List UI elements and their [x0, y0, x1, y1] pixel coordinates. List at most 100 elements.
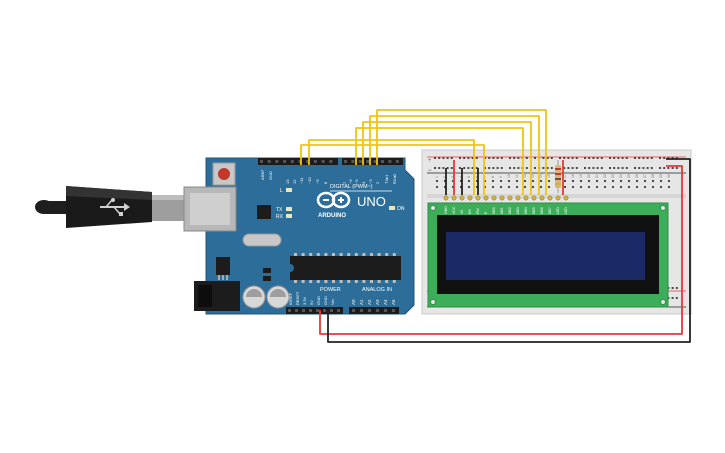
wire-pin3-db6[interactable]	[369, 115, 540, 195]
lcd-pin[interactable]	[531, 195, 537, 201]
aref-label: AREF	[260, 169, 265, 180]
capacitor-1	[242, 285, 266, 309]
digital-pin-label: RX◂0	[392, 173, 397, 184]
lcd-pin[interactable]	[507, 195, 513, 201]
lcd-pin[interactable]	[475, 195, 481, 201]
breadboard-column-number: 6	[475, 176, 479, 178]
lcd-pin-label: DB2	[508, 207, 512, 214]
power-pin-label: 3.3V	[302, 296, 307, 305]
breadboard-column-number: 28	[651, 174, 655, 178]
lcd-screen	[446, 232, 645, 280]
breadboard-column-number: 18	[571, 174, 575, 178]
digital-section-label: DIGITAL (PWM~)	[330, 184, 373, 190]
analog-pin-label: A0	[351, 299, 356, 305]
lcd-pin-label: RW	[476, 208, 480, 214]
power-header	[286, 307, 343, 314]
lcd-pin[interactable]	[539, 195, 545, 201]
wire-pin2-db7[interactable]	[376, 109, 547, 195]
lcd-pin-label: DB3	[516, 207, 520, 214]
svg-text:ON: ON	[397, 206, 405, 212]
gnd-label: GND	[268, 171, 273, 180]
breadboard-column-number: 2	[443, 176, 447, 178]
resistor[interactable]	[555, 160, 561, 193]
breadboard-column-number: 13	[531, 174, 535, 178]
breadboard-column-number: 27	[643, 174, 647, 178]
power-pin-label: GND	[323, 296, 328, 305]
breadboard-column-number: 21	[595, 174, 599, 178]
lcd-mount-hole	[660, 205, 666, 211]
wire-pin12-rs[interactable]	[300, 144, 485, 195]
lcd-pin-label: DB7	[548, 207, 552, 214]
analog-pin-label: A3	[375, 299, 380, 305]
breadboard-column-number: 4	[459, 176, 463, 178]
lcd-pin[interactable]	[547, 195, 553, 201]
breadboard-column-number: 22	[603, 174, 607, 178]
wire-5v[interactable]	[319, 165, 683, 335]
analog-pin-label: A5	[391, 299, 396, 305]
power-pin-label: RESET	[295, 291, 300, 305]
usb-cable[interactable]	[35, 186, 185, 228]
lcd-pin[interactable]	[467, 195, 473, 201]
analog-pin-label: A1	[359, 299, 364, 305]
breadboard-column-number: 10	[507, 174, 511, 178]
lcd-pin[interactable]	[555, 195, 561, 201]
lcd-pin-label: RS	[468, 208, 472, 214]
svg-text:L: L	[280, 188, 283, 194]
usb-symbol-icon	[100, 198, 130, 216]
digital-pin-label: TX▸1	[384, 174, 389, 184]
digital-pin-label: 13	[285, 179, 290, 184]
breadboard-column-number: 30	[667, 174, 671, 178]
lcd-pin-label: VCC	[452, 206, 456, 214]
breadboard-column-number: 26	[635, 174, 639, 178]
digital-header-left	[258, 158, 338, 165]
lcd-pin[interactable]	[491, 195, 497, 201]
led-tx: TX	[276, 207, 292, 213]
breadboard-column-number: 9	[499, 176, 503, 178]
signal-wires[interactable]	[300, 109, 547, 195]
digital-pin-label: 12	[292, 179, 297, 184]
power-wires[interactable]	[319, 158, 691, 343]
lcd-pin[interactable]	[499, 195, 505, 201]
wire-pin4-db5[interactable]	[362, 121, 532, 195]
breadboard-column-number: 3	[451, 176, 455, 178]
arduino-logo-icon	[316, 191, 351, 209]
analog-pin-label: A4	[383, 299, 388, 305]
power-pin-label: IOREF	[288, 292, 293, 305]
power-pin-label: GND	[316, 296, 321, 305]
lcd-pin-label: DB6	[540, 207, 544, 214]
digital-pin-label: 4	[361, 181, 366, 184]
digital-pin-label: ~3	[368, 179, 373, 184]
breadboard-jumpers[interactable]	[445, 160, 564, 195]
power-pin-label: 5V	[309, 300, 314, 305]
breadboard-column-number: 24	[619, 174, 623, 178]
digital-pin-label: ~9	[315, 179, 320, 184]
digital-pin-label: ~11	[299, 177, 304, 184]
lcd-pin[interactable]	[563, 195, 569, 201]
lcd-pin[interactable]	[451, 195, 457, 201]
lcd-mount-hole	[660, 299, 666, 305]
lcd-pin[interactable]	[483, 195, 489, 201]
lcd-pin[interactable]	[523, 195, 529, 201]
lcd-pin-label: V0	[460, 210, 464, 214]
analog-header	[349, 307, 399, 314]
wire-pin11-e[interactable]	[308, 139, 475, 195]
wire-pin5-db4[interactable]	[355, 127, 524, 195]
rail-plus-label: +	[428, 158, 432, 164]
lcd-pin[interactable]	[443, 195, 449, 201]
lcd-pin[interactable]	[459, 195, 465, 201]
lcd-pin[interactable]	[515, 195, 521, 201]
voltage-regulator	[216, 257, 230, 275]
svg-text:TX: TX	[276, 207, 283, 213]
wire-gnd[interactable]	[327, 158, 691, 343]
brand-label: ARDUINO	[318, 213, 346, 219]
breadboard-column-number: 23	[611, 174, 615, 178]
reset-button[interactable]	[212, 162, 236, 186]
breadboard-column-number: 17	[563, 174, 567, 178]
breadboard-column-number: 1	[435, 176, 439, 178]
lcd-pin-label: DB5	[532, 207, 536, 214]
lcd-pin-label: LED	[556, 207, 560, 214]
lcd-pin-label: DB4	[524, 207, 528, 214]
